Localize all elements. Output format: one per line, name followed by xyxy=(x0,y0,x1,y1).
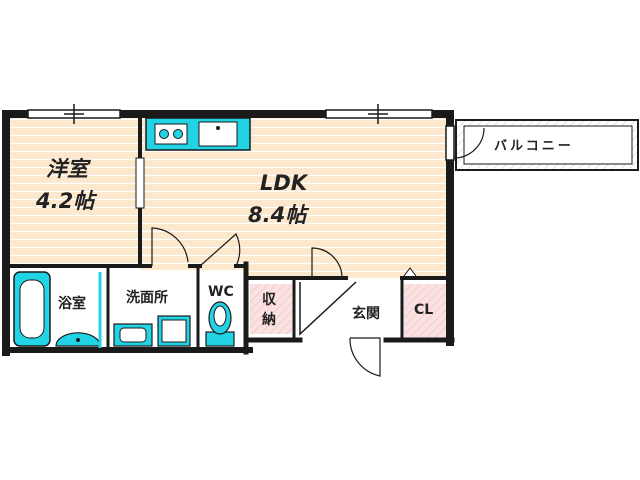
stove-burner-icon xyxy=(173,129,183,139)
closet-label: CL xyxy=(414,302,433,318)
closet-marker xyxy=(403,267,417,277)
bathtub-icon xyxy=(13,271,51,347)
stove-burner-icon xyxy=(159,129,169,139)
toilet-label: WC xyxy=(208,284,234,300)
western-room-size: 4.2帖 xyxy=(35,189,97,213)
storage-floor xyxy=(250,284,292,334)
entrance-label: 玄関 xyxy=(352,305,380,322)
washing-machine-icon xyxy=(157,315,191,347)
western-room-floor xyxy=(10,118,140,266)
doors xyxy=(151,227,381,377)
balcony-inner xyxy=(463,125,633,165)
balcony-label: バルコニー xyxy=(494,139,574,154)
ldk-floor-lower xyxy=(246,266,446,278)
western-room-name: 洋室 xyxy=(46,157,91,181)
kitchen-sink-icon xyxy=(198,121,238,147)
toilet-icon xyxy=(205,301,235,347)
kitchen-counter xyxy=(145,117,251,151)
entrance-step xyxy=(299,281,357,336)
closet-floor xyxy=(404,284,448,338)
washbasin-icon xyxy=(113,323,153,347)
storage-label-2: 納 xyxy=(262,311,276,328)
washroom-label: 洗面所 xyxy=(126,289,168,306)
ldk-name: LDK xyxy=(260,171,309,195)
entrance-floor xyxy=(296,284,400,338)
storage-label-1: 収 xyxy=(262,291,277,308)
bath-label: 浴室 xyxy=(58,295,86,312)
windows xyxy=(27,104,455,209)
ldk-size: 8.4帖 xyxy=(248,203,309,227)
balcony-door-swing xyxy=(453,127,485,159)
